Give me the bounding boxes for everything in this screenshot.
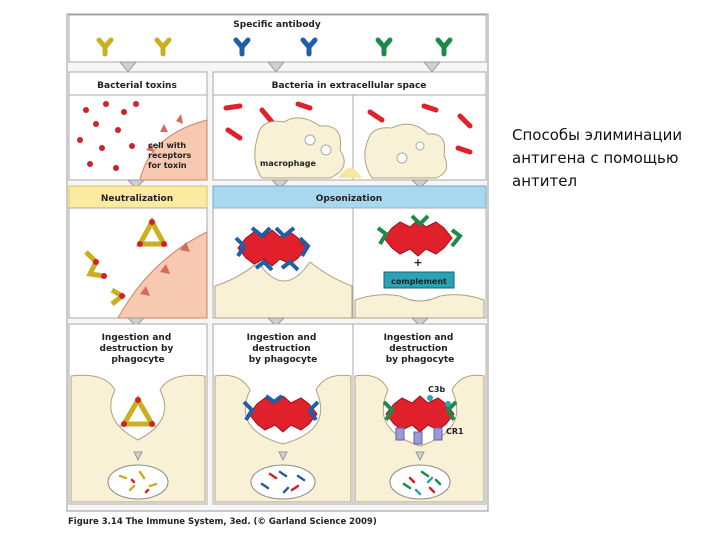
macrophage-label: macrophage [260, 159, 316, 168]
ingestion-label-a: Ingestion and destruction by phagocyte [100, 333, 177, 365]
figure-caption: Figure 3.14 The Immune System, 3ed. (© G… [68, 517, 377, 527]
side-caption: Способы элиминации антигена с помощью ан… [512, 124, 712, 193]
header-label: Specific antibody [233, 20, 321, 30]
host-cell-2 [117, 231, 208, 319]
bacterial-toxins-label: Bacterial toxins [97, 81, 177, 91]
debris [118, 470, 442, 496]
phagocyte-b [214, 261, 353, 319]
cell-receptors-label: cell with receptors for toxin [148, 141, 194, 170]
opsonizing-antibodies-c [376, 214, 463, 248]
neutralizing-complex [84, 216, 169, 306]
complement-box [383, 271, 455, 289]
header-box [68, 14, 487, 63]
macrophage-nucleus [338, 168, 362, 178]
bacteria-extracellular-label: Bacteria in extracellular space [272, 81, 427, 91]
plus-sign: + [413, 256, 422, 269]
small-arrows [133, 451, 425, 462]
macrophage-vacuoles [304, 134, 425, 164]
toxins [77, 101, 139, 171]
phagocyte-c [354, 294, 485, 319]
phagocyte-row4 [70, 374, 485, 503]
macrophage-c [364, 123, 448, 179]
down-arrows-top [118, 61, 442, 73]
cr1-label: CR1 [446, 427, 464, 436]
side-caption-line: антигена с помощью [512, 149, 679, 167]
opsonizing-antibodies-b [234, 226, 311, 272]
down-arrows-mid [126, 179, 430, 189]
down-arrows-low [126, 317, 430, 327]
side-caption-line: антител [512, 172, 578, 190]
complement-label: complement [391, 277, 447, 286]
ingestion-label-b: Ingestion and destruction by phagocyte [247, 333, 320, 365]
lysosome-vesicles [107, 464, 451, 500]
ingestion-label-c: Ingestion and destruction by phagocyte [384, 333, 457, 365]
macrophage-b [254, 117, 345, 179]
phagosome-contents [119, 394, 458, 445]
receptors-2 [140, 242, 190, 296]
bacteria [223, 101, 473, 155]
toxin-receptors [146, 114, 183, 152]
side-caption-line: Способы элиминации [512, 126, 683, 144]
c3b-label: C3b [428, 385, 445, 394]
neutralization-label: Neutralization [101, 194, 173, 204]
opsonization-label: Opsonization [316, 194, 382, 204]
